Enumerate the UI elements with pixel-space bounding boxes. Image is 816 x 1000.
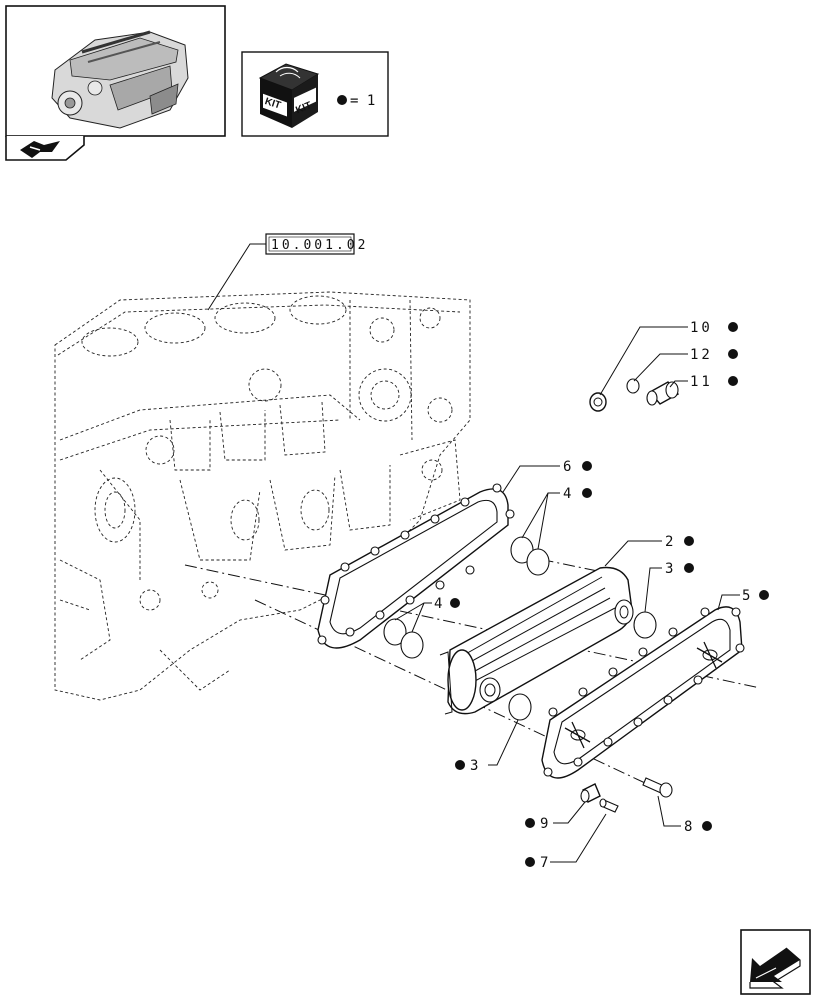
back-arrow-icon[interactable] [20,141,60,158]
kit-word-left: KIT [263,96,282,111]
callout-9[interactable]: 9 [525,816,551,832]
callout-2-kit-marker [684,536,694,546]
callout-3-lower[interactable]: 3 [455,758,481,774]
reference-leader-line [207,243,266,311]
callout-3-upper-kit-marker [684,563,694,573]
reference-code: 10.001.02 [271,238,368,253]
next-page-arrow-icon [749,947,801,989]
callout-11-number: 11 [690,374,713,390]
engine-thumbnail-icon [51,30,189,129]
o-ring-upper-part-3[interactable] [633,611,657,639]
callout-12-number: 12 [690,347,713,363]
callout-8-number: 8 [684,819,695,835]
callout-10-kit-marker [728,322,738,332]
callout-3-lower-number: 3 [470,758,481,774]
callout-6-number: 6 [563,459,574,475]
alignment-line-mid [519,554,613,575]
washer-part-12[interactable] [626,378,640,394]
callout-4-upper-number: 4 [563,486,574,502]
callout-8[interactable]: 8 [684,819,712,835]
callout-4-lower[interactable]: 4 [434,596,460,612]
callout-3-upper[interactable]: 3 [665,561,694,577]
screw-part-8[interactable] [642,777,673,798]
callout-7-kit-marker [525,857,535,867]
kit-equation: = 1 [350,93,375,109]
callout-2[interactable]: 2 [665,534,694,550]
cover-emblem-right [696,641,723,669]
engine-thumbnail-panel [5,5,226,161]
plug-part-10[interactable] [589,392,607,412]
cover-emblem-left [564,721,591,749]
callout-5-kit-marker [759,590,769,600]
bolt-part-7[interactable] [599,798,619,813]
callout-6-kit-marker [582,461,592,471]
callout-9-kit-marker [525,818,535,828]
sleeve-part-9[interactable] [580,783,601,803]
callout-12-kit-marker [728,349,738,359]
callout-6[interactable]: 6 [563,459,592,475]
oil-cooler-part-2[interactable] [439,566,634,715]
fitting-part-11[interactable] [646,381,680,406]
callout-3-lower-kit-marker [455,760,465,770]
callout-11[interactable]: 11 [690,374,738,390]
callout-12[interactable]: 12 [690,347,738,363]
callout-10[interactable]: 10 [690,320,738,336]
callout-4-upper[interactable]: 4 [563,486,592,502]
o-ring-pair-lower-part-4[interactable] [383,618,424,659]
callout-8-kit-marker [702,821,712,831]
o-ring-pair-upper-part-4[interactable] [510,536,550,576]
callout-3-upper-number: 3 [665,561,676,577]
kit-box-icon: KIT KIT [258,63,320,128]
kit-legend: KIT KIT = 1 [241,51,389,137]
o-ring-lower-part-3[interactable] [508,693,532,721]
callout-11-kit-marker [728,376,738,386]
cooler-cover-part-5[interactable] [541,606,745,779]
callout-5-number: 5 [742,588,753,604]
kit-marker-dot [337,95,347,105]
callout-2-number: 2 [665,534,676,550]
callout-7[interactable]: 7 [525,855,551,871]
reference-code-box[interactable]: 10.001.02 [265,233,368,255]
next-page-button[interactable] [740,929,811,995]
leader-lines [394,326,740,863]
gasket-part-6[interactable] [317,483,515,649]
callout-5[interactable]: 5 [742,588,769,604]
callout-7-number: 7 [540,855,551,871]
callout-10-number: 10 [690,320,713,336]
callout-4-upper-kit-marker [582,488,592,498]
callout-4-lower-kit-marker [450,598,460,608]
callout-9-number: 9 [540,816,551,832]
callout-4-lower-number: 4 [434,596,445,612]
